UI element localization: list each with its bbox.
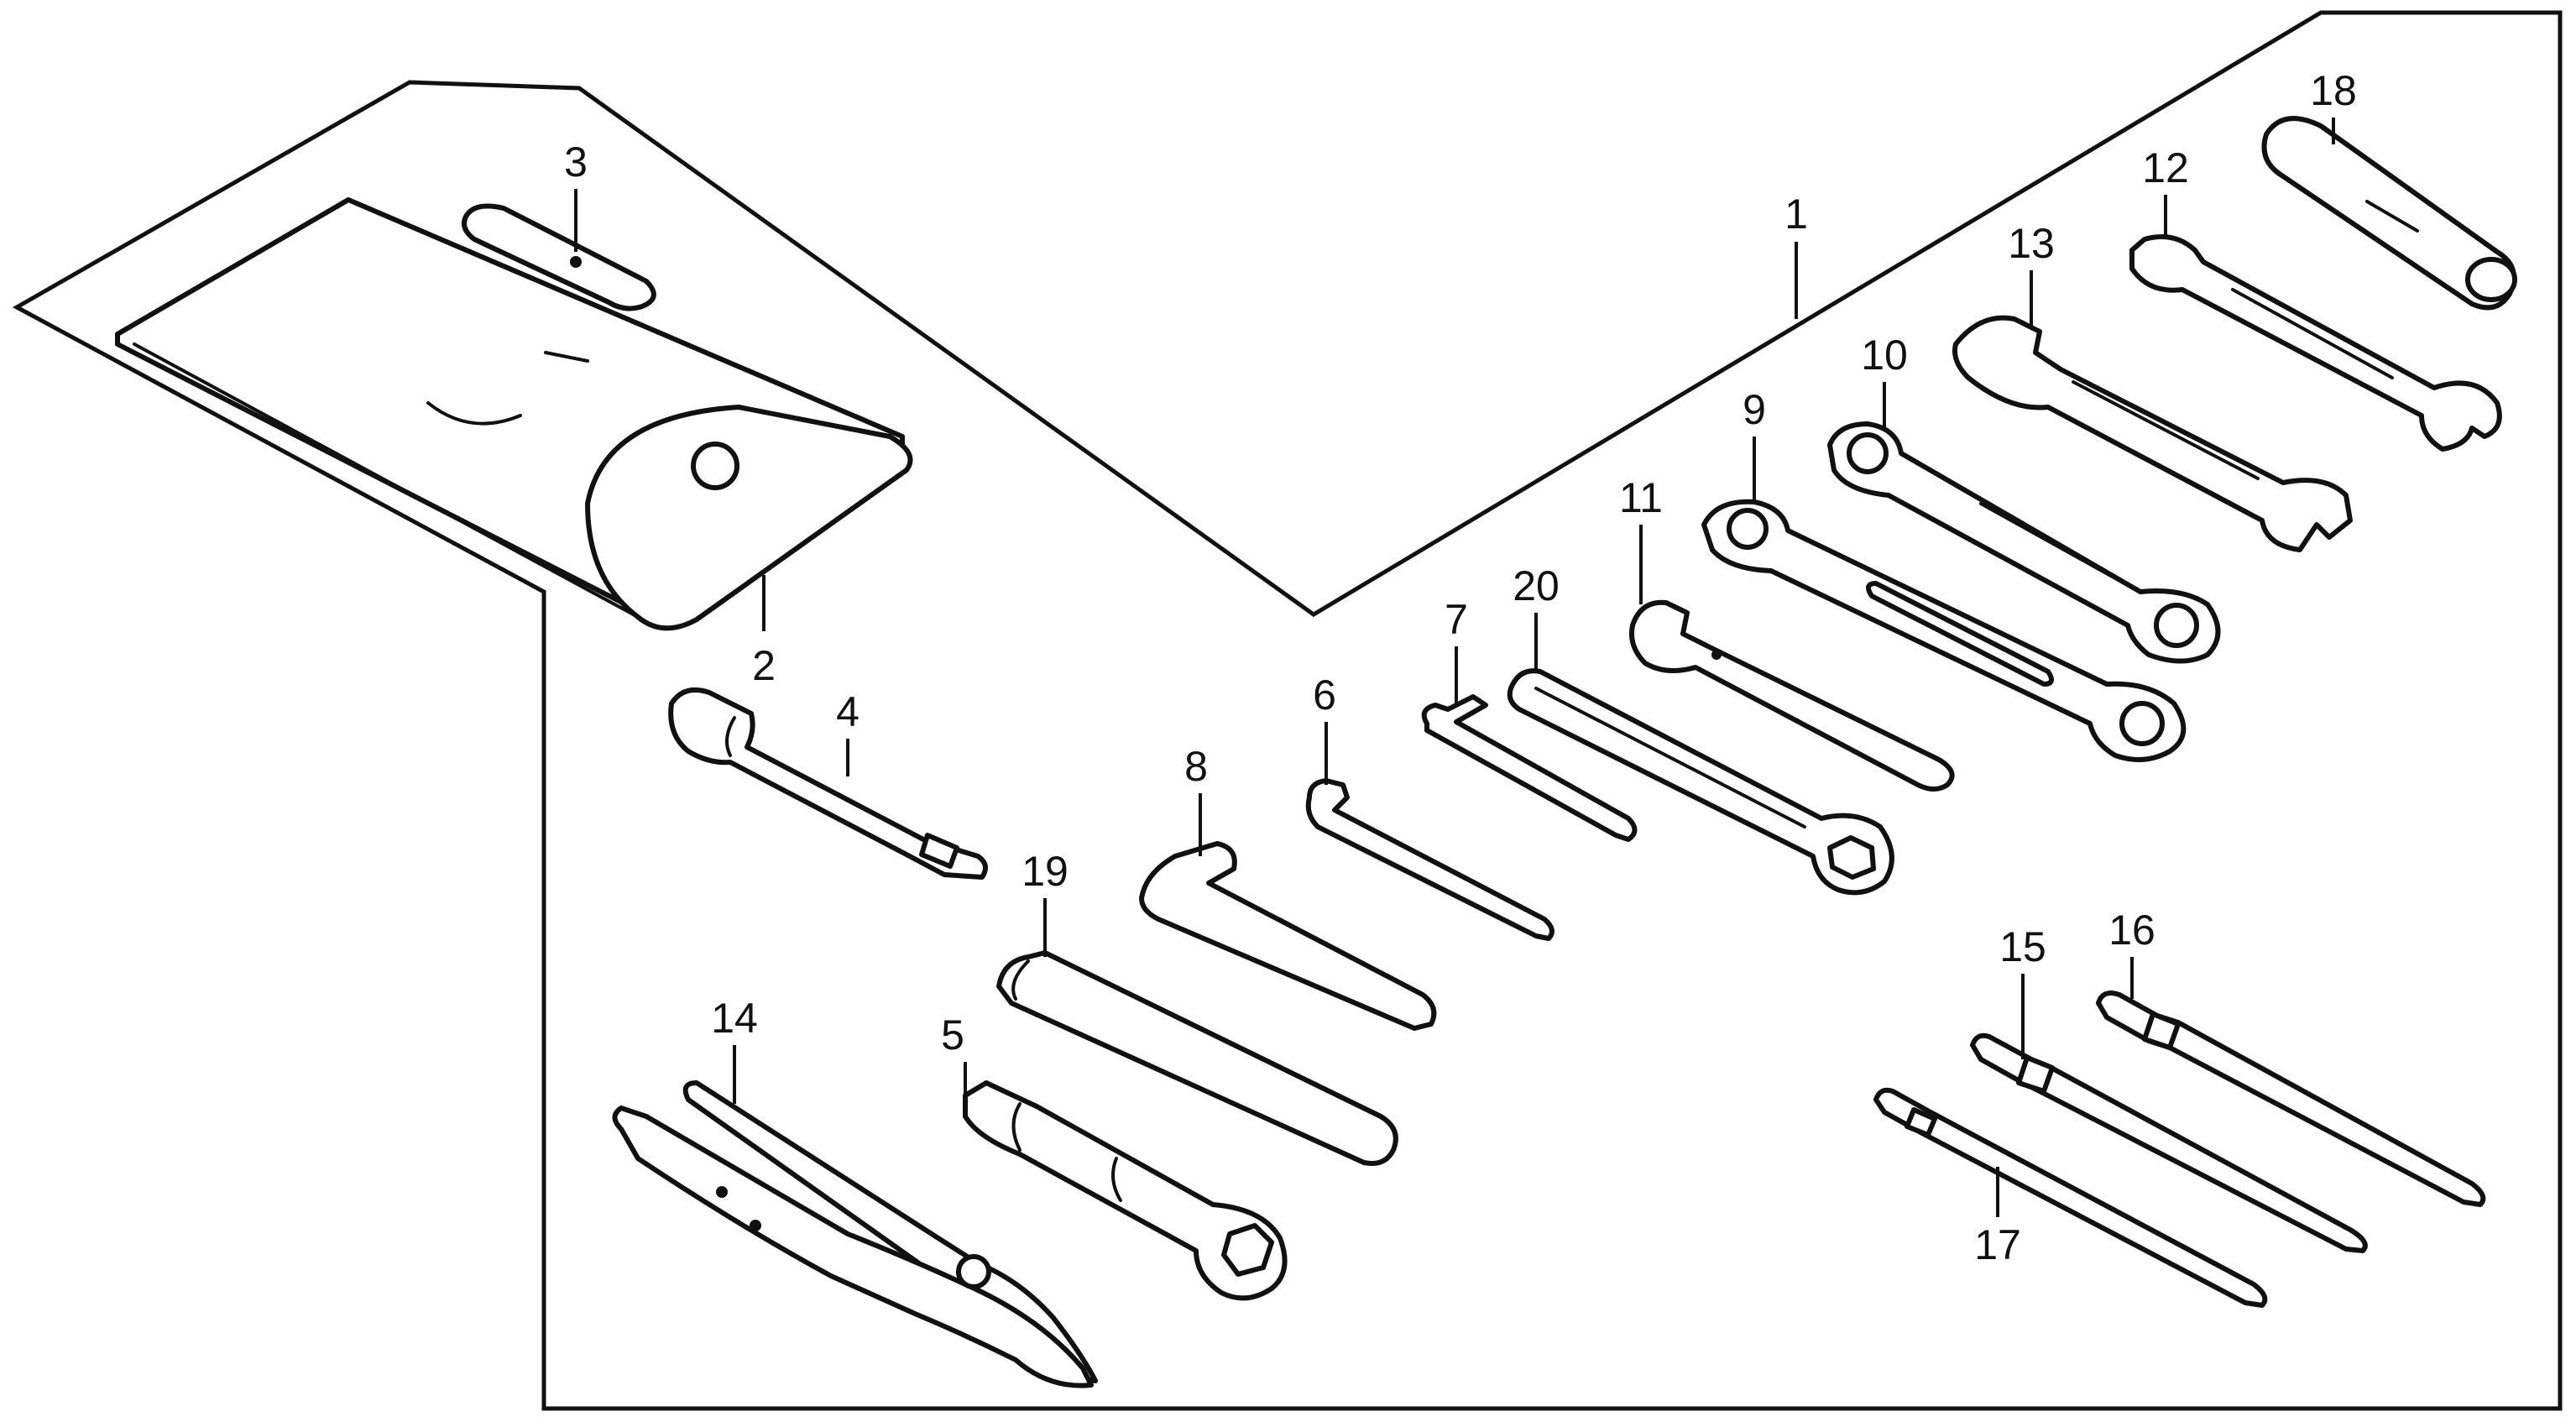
callout-8: 8 — [1184, 743, 1208, 790]
box-wrench-20[interactable] — [1507, 668, 1894, 896]
callout-2: 2 — [752, 642, 776, 689]
screwdriver-16[interactable] — [2096, 991, 2486, 1207]
callout-10: 10 — [1861, 332, 1908, 379]
ring-wrench-9[interactable] — [1701, 499, 2187, 762]
open-end-wrench-11[interactable] — [1629, 599, 1955, 792]
callout-16: 16 — [2108, 907, 2155, 954]
extension-bar-19[interactable] — [996, 950, 1398, 1166]
hex-key-8[interactable] — [1139, 841, 1437, 1031]
screwdriver-15[interactable] — [1970, 1032, 2368, 1253]
callout-5: 5 — [941, 1011, 964, 1058]
plug-socket-5[interactable] — [963, 1080, 1288, 1301]
callout-19: 19 — [1022, 848, 1069, 895]
open-end-wrench-12[interactable] — [2129, 234, 2502, 452]
callout-17: 17 — [1974, 1221, 2021, 1268]
callout-9: 9 — [1743, 386, 1766, 433]
pliers-14[interactable] — [612, 1080, 1098, 1388]
callout-14: 14 — [711, 995, 758, 1042]
callout-11: 11 — [1619, 474, 1663, 521]
callout-7: 7 — [1445, 596, 1468, 643]
callout-3: 3 — [564, 139, 588, 186]
open-end-wrench-13[interactable] — [1952, 315, 2353, 552]
screwdriver-17[interactable] — [1873, 1087, 2268, 1308]
callout-20: 20 — [1513, 562, 1560, 609]
box-end-wrench-10[interactable] — [1827, 421, 2221, 664]
callout-12: 12 — [2142, 144, 2189, 191]
callout-6: 6 — [1313, 672, 1336, 719]
callout-15: 15 — [1999, 923, 2046, 970]
plug-wrench-handle[interactable] — [2261, 116, 2517, 311]
callout-4: 4 — [836, 688, 860, 735]
callout-13: 13 — [2008, 220, 2055, 267]
callout-labels: 1 2 3 4 5 6 7 8 9 10 11 12 13 14 15 16 1… — [564, 67, 2357, 1268]
callout-1: 1 — [1784, 191, 1808, 238]
callout-18: 18 — [2310, 67, 2357, 114]
leader-lines — [574, 118, 2335, 1217]
socket-wrench-4[interactable] — [668, 687, 988, 880]
tool-set-frame — [12, 10, 2563, 1411]
pocket-tool[interactable] — [462, 203, 656, 311]
hex-key-7[interactable] — [1421, 694, 1638, 842]
tool-bag[interactable] — [115, 197, 913, 631]
hex-key-6[interactable] — [1305, 778, 1554, 941]
